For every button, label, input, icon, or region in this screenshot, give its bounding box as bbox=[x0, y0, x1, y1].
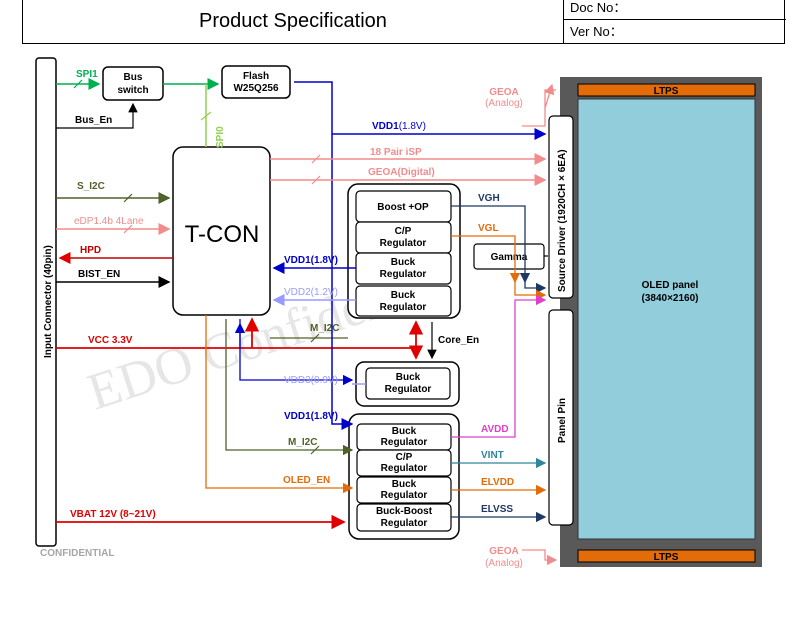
vint-label: VINT bbox=[481, 450, 504, 461]
flash-label-2: W25Q256 bbox=[233, 83, 278, 94]
input-connector-label: Input Connector (40pin) bbox=[43, 245, 54, 358]
panel-pin-label: Panel Pin bbox=[557, 398, 568, 443]
buck1-label-1: Buck bbox=[391, 257, 416, 268]
buck3-label-1: Buck bbox=[396, 372, 421, 383]
buck4-label-2: Regulator bbox=[381, 437, 428, 448]
avdd-label: AVDD bbox=[481, 424, 509, 435]
vdd1-mid-label: VDD1(1.8V) bbox=[284, 255, 338, 266]
buck-boost-label-1: Buck-Boost bbox=[376, 506, 433, 517]
buck-boost-label-2: Regulator bbox=[381, 518, 428, 529]
confidential-label: CONFIDENTIAL bbox=[40, 548, 114, 559]
page-title: Product Specification bbox=[23, 0, 564, 43]
tcon-box bbox=[172, 146, 271, 316]
vdd2-label: VDD2(1.2V) bbox=[284, 287, 338, 298]
buck3-label-2: Regulator bbox=[385, 384, 432, 395]
vdd1-top-label: VDD1(1.8V) bbox=[372, 121, 426, 132]
geoa-digital-label: GEOA(Digital) bbox=[368, 167, 435, 178]
elvss-label: ELVSS bbox=[481, 504, 513, 515]
vcc-label: VCC 3.3V bbox=[88, 335, 133, 346]
panel-pin-box bbox=[548, 309, 574, 526]
ltps-top-label: LTPS bbox=[654, 86, 679, 97]
cp-bottom-label-1: C/P bbox=[396, 452, 413, 463]
vbat-label: VBAT 12V (8~21V) bbox=[70, 509, 156, 520]
ltps-bottom bbox=[577, 549, 756, 563]
vdd3-label: VDD3(0.9V) bbox=[284, 375, 338, 386]
elvdd-label: ELVDD bbox=[481, 477, 514, 488]
tcon-label: T-CON bbox=[185, 221, 260, 248]
geoa-top-analog: (Analog) bbox=[485, 98, 523, 109]
boost-op-label: Boost +OP bbox=[377, 202, 429, 213]
cp-bottom-label-2: Regulator bbox=[381, 463, 428, 474]
header-table: Product Specification Doc No： Ver No： bbox=[22, 0, 786, 44]
hpd-label: HPD bbox=[80, 245, 101, 256]
bus-switch-label-1: Bus bbox=[124, 72, 143, 83]
core-en-label: Core_En bbox=[438, 335, 479, 346]
buck4-label-1: Buck bbox=[392, 426, 417, 437]
bus-en-label: Bus_En bbox=[75, 115, 112, 126]
flash-label-1: Flash bbox=[243, 71, 269, 82]
m-i2c-label-2: M_I2C bbox=[288, 437, 317, 448]
cp-label-2: Regulator bbox=[380, 238, 427, 249]
buck-regulator-box-2 bbox=[355, 285, 452, 317]
buck2-label-1: Buck bbox=[391, 290, 416, 301]
oled-en-label: OLED_EN bbox=[283, 475, 330, 486]
bus-switch-label-2: switch bbox=[117, 85, 148, 96]
ver-no-field: Ver No： bbox=[570, 24, 623, 39]
input-connector-box bbox=[35, 57, 57, 547]
spi1-label: SPI1 bbox=[76, 69, 98, 80]
oled-panel-label-1: OLED panel bbox=[642, 280, 699, 291]
buck5-label-2: Regulator bbox=[381, 490, 428, 501]
m-i2c-label-1: M_I2C bbox=[310, 323, 339, 334]
cp-label-1: C/P bbox=[395, 226, 412, 237]
s-i2c-label: S_I2C bbox=[77, 181, 105, 192]
source-driver-label: Source Driver (1920CH × 6EA) bbox=[557, 149, 568, 292]
geoa-top-label: GEOA bbox=[489, 87, 518, 98]
flash-box bbox=[221, 65, 291, 99]
oled-panel bbox=[577, 98, 756, 540]
buck1-label-2: Regulator bbox=[380, 269, 427, 280]
geoa-bottom-label: GEOA bbox=[489, 546, 518, 557]
ltps-bottom-label: LTPS bbox=[654, 552, 679, 563]
edp-label: eDP1.4b 4Lane bbox=[74, 216, 144, 227]
buck5-label-1: Buck bbox=[392, 479, 417, 490]
doc-no-field: Doc No： bbox=[564, 0, 786, 20]
oled-panel-label-2: (3840×2160) bbox=[642, 293, 699, 304]
isp-label: 18 Pair iSP bbox=[370, 147, 422, 158]
gamma-label: Gamma bbox=[491, 252, 528, 263]
ltps-top bbox=[577, 83, 756, 97]
vdd1-bottom-label: VDD1(1.8V) bbox=[284, 411, 338, 422]
spi0-label: SPI0 bbox=[215, 126, 226, 148]
vgh-label: VGH bbox=[478, 193, 500, 204]
bist-en-label: BIST_EN bbox=[78, 269, 120, 280]
vgl-label: VGL bbox=[478, 223, 499, 234]
geoa-bottom-analog: (Analog) bbox=[485, 558, 523, 569]
source-driver-box bbox=[548, 115, 574, 299]
buck2-label-2: Regulator bbox=[380, 302, 427, 313]
